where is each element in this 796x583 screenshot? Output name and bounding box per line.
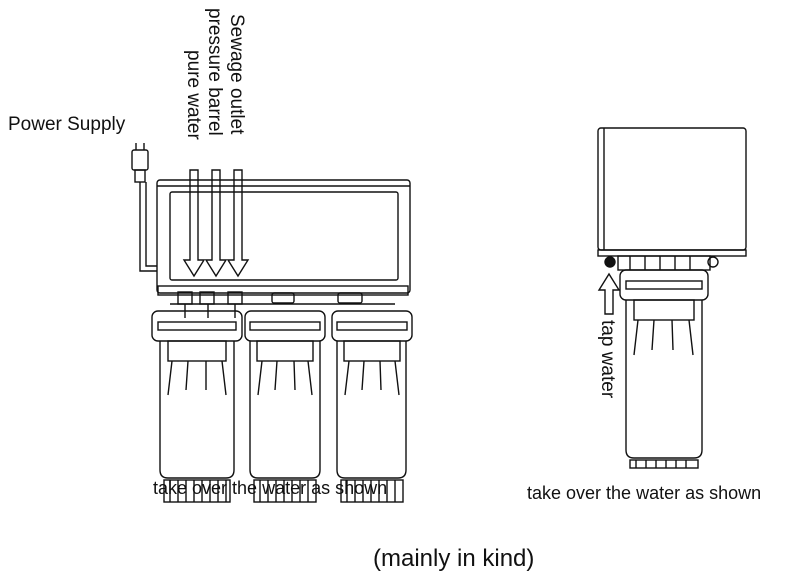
sewage-outlet-label: Sewage outlet <box>226 14 247 135</box>
caption-left: take over the water as shown <box>153 478 388 498</box>
arrow-down-icon <box>204 169 228 278</box>
right-purifier-unit <box>597 127 747 469</box>
filter-cartridge <box>244 310 326 503</box>
left-fittings <box>170 291 395 318</box>
arrow-down-icon <box>226 169 250 278</box>
arrow-down-icon <box>182 169 206 278</box>
pressure-barrel-label: pressure barrel <box>204 8 225 136</box>
filter-cartridge <box>151 310 243 503</box>
right-top-housing <box>597 127 747 257</box>
pure-water-label: pure water <box>183 50 204 140</box>
power-supply-label: Power Supply <box>8 114 126 135</box>
filter-cartridge <box>619 269 709 469</box>
left-top-housing <box>156 179 411 296</box>
arrow-up-icon <box>597 272 621 315</box>
footer-note: (mainly in kind) <box>373 545 535 572</box>
power-plug-icon <box>131 143 157 272</box>
tap-water-label: tap water <box>597 320 618 399</box>
right-fittings <box>604 255 719 271</box>
caption-right: take over the water as shown <box>527 483 762 503</box>
left-purifier-unit <box>131 143 413 503</box>
filter-cartridge <box>331 310 413 503</box>
